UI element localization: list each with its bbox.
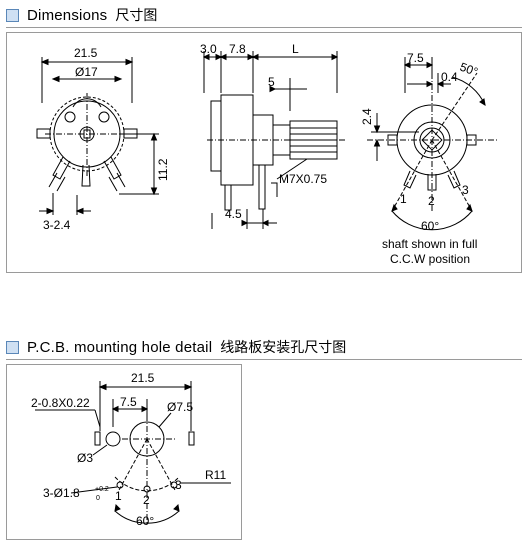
header-rule <box>6 359 522 360</box>
pcb-panel: 21.5 2-0.8X0.22 7.5 Ø7.5 Ø3 3-Ø1.8 +0.2 … <box>6 364 242 540</box>
pcb-hole-2: 2 <box>143 493 150 507</box>
dim-2-4: 2.4 <box>360 108 374 125</box>
dim-5: 5 <box>268 75 275 89</box>
bullet-square-icon <box>6 340 19 354</box>
dim-21-5: 21.5 <box>74 46 98 60</box>
angle-60: 60° <box>421 219 439 233</box>
pcb-dim-7-5: 7.5 <box>120 395 137 409</box>
pcb-dia-3: Ø3 <box>77 451 93 465</box>
section-title-cn: 线路板安装孔尺寸图 <box>220 340 347 356</box>
pcb-slot-label: 2-0.8X0.22 <box>31 396 90 410</box>
angle-50: 50° <box>458 60 480 79</box>
pcb-dia-7-5: Ø7.5 <box>167 400 193 414</box>
pcb-tol-hi: +0.2 <box>95 486 109 493</box>
dim-4-5: 4.5 <box>225 207 242 221</box>
pin-1-label: 1 <box>400 192 407 206</box>
rear-view <box>367 57 497 231</box>
pcb-r11: R11 <box>205 468 226 482</box>
header-rule <box>6 27 522 28</box>
note-line-2: C.C.W position <box>390 252 470 266</box>
section-title: Dimensions <box>27 6 108 24</box>
side-view <box>202 51 347 229</box>
section-title-cn: 尺寸图 <box>115 8 158 24</box>
thread-label: M7X0.75 <box>279 172 327 186</box>
pin-2-label: 2 <box>428 194 435 208</box>
dimensions-panel: 21.5 Ø17 11.2 3-2.4 3.0 7.8 L 5 M7X0.75 … <box>6 32 522 273</box>
front-view <box>36 57 159 215</box>
dim-7-8: 7.8 <box>229 42 246 56</box>
pcb-drawing: 21.5 2-0.8X0.22 7.5 Ø7.5 Ø3 3-Ø1.8 +0.2 … <box>31 371 231 528</box>
dimensions-drawing: 21.5 Ø17 11.2 3-2.4 3.0 7.8 L 5 M7X0.75 … <box>36 42 497 266</box>
dim-3-0: 3.0 <box>200 42 217 56</box>
dim-0-4: 0.4 <box>441 70 458 84</box>
pcb-dim-21-5: 21.5 <box>131 371 155 385</box>
dim-pins: 3-2.4 <box>43 218 71 232</box>
section-header-pcb: P.C.B. mounting hole detail 线路板安装孔尺寸图 <box>6 336 346 358</box>
note-line-1: shaft shown in full <box>382 237 477 251</box>
pcb-hole-1: 1 <box>115 489 122 503</box>
pcb-hole-3: 3 <box>175 478 182 492</box>
pcb-angle-60: 60° <box>136 514 154 528</box>
pcb-holes-label: 3-Ø1.8 <box>43 486 80 500</box>
section-header-dimensions: Dimensions 尺寸图 <box>6 4 157 26</box>
pin-3-label: 3 <box>462 183 469 197</box>
section-title: P.C.B. mounting hole detail <box>27 338 213 356</box>
bullet-square-icon <box>6 8 19 22</box>
dim-11-2: 11.2 <box>156 158 170 181</box>
dim-dia-17: Ø17 <box>75 65 98 79</box>
dim-l: L <box>292 42 299 56</box>
pcb-tol-lo: 0 <box>96 495 100 502</box>
dim-7-5: 7.5 <box>407 51 424 65</box>
